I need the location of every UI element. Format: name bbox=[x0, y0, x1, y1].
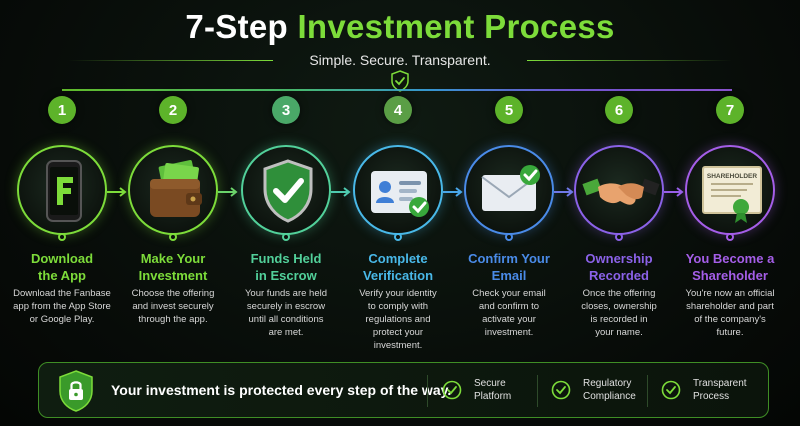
step-7-circle: SHAREHOLDER bbox=[685, 145, 775, 235]
phone-app-icon bbox=[46, 160, 82, 222]
certificate-label: SHAREHOLDER bbox=[707, 173, 758, 180]
step-4-circle bbox=[353, 145, 443, 235]
certificate-icon: SHAREHOLDER bbox=[702, 166, 762, 223]
step-5-badge: 5 bbox=[495, 96, 523, 124]
shield-check-icon bbox=[391, 70, 409, 92]
step-3-circle bbox=[241, 145, 331, 235]
shield-check-icon bbox=[263, 159, 313, 223]
title-part2: Investment Process bbox=[297, 8, 615, 45]
footer-divider bbox=[537, 375, 538, 407]
chevron-right-icon bbox=[107, 187, 127, 197]
step-2-circle bbox=[128, 145, 218, 235]
chevron-right-icon bbox=[664, 187, 684, 197]
subtitle: Simple. Secure. Transparent. bbox=[309, 52, 491, 68]
subtitle-line-left bbox=[68, 60, 273, 61]
step-1-badge: 1 bbox=[48, 96, 76, 124]
step-6-dot bbox=[615, 233, 623, 241]
title-part1: 7-Step bbox=[185, 8, 288, 45]
page-title: 7-Step Investment Process bbox=[0, 8, 800, 46]
step-2-badge: 2 bbox=[159, 96, 187, 124]
protection-text: Your investment is protected every step … bbox=[111, 382, 452, 398]
wallet-cash-icon bbox=[150, 160, 202, 217]
step-3-badge: 3 bbox=[272, 96, 300, 124]
footer-divider bbox=[647, 375, 648, 407]
id-card-check-icon bbox=[371, 171, 429, 217]
check-circle-icon bbox=[551, 380, 571, 400]
step-1-circle bbox=[17, 145, 107, 235]
chevron-right-icon bbox=[218, 187, 238, 197]
step-2-dot bbox=[169, 233, 177, 241]
footer-divider bbox=[427, 375, 428, 407]
step-4-dot bbox=[394, 233, 402, 241]
step-3-dot bbox=[282, 233, 290, 241]
step-6-badge: 6 bbox=[605, 96, 633, 124]
step-1-dot bbox=[58, 233, 66, 241]
chevron-right-icon bbox=[443, 187, 463, 197]
envelope-check-icon bbox=[481, 165, 540, 211]
step-7-dot bbox=[726, 233, 734, 241]
check-circle-icon bbox=[442, 380, 462, 400]
step-5-circle bbox=[464, 145, 554, 235]
protection-banner: Your investment is protected every step … bbox=[38, 362, 769, 418]
step-4-badge: 4 bbox=[384, 96, 412, 124]
check-circle-icon bbox=[661, 380, 681, 400]
subtitle-line-right bbox=[527, 60, 732, 61]
step-6-circle bbox=[574, 145, 664, 235]
timeline-line bbox=[62, 89, 732, 91]
step-7-badge: 7 bbox=[716, 96, 744, 124]
step-5-dot bbox=[505, 233, 513, 241]
chevron-right-icon bbox=[331, 187, 351, 197]
shield-lock-icon bbox=[59, 370, 93, 412]
handshake-icon bbox=[582, 178, 660, 205]
chevron-right-icon bbox=[554, 187, 574, 197]
